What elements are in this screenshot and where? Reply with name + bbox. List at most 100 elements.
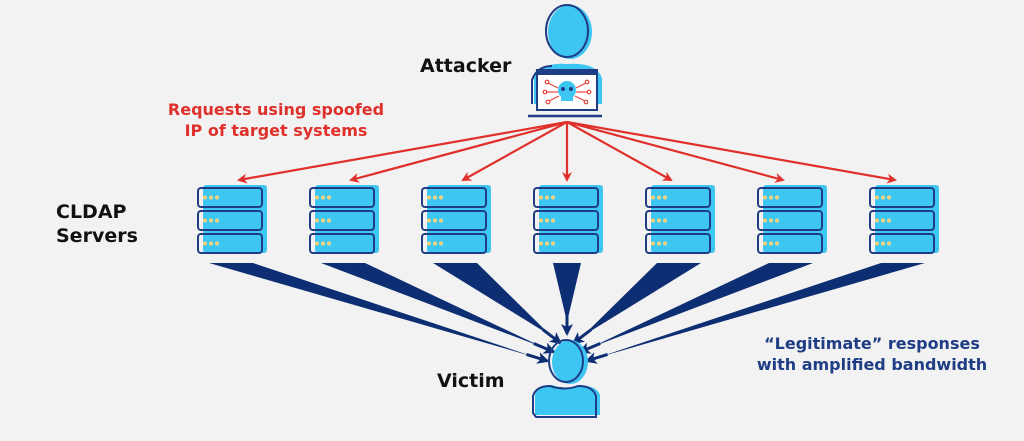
led-indicator [433, 195, 437, 200]
led-indicator [209, 241, 213, 246]
response-arrow [597, 263, 925, 358]
led-indicator [769, 195, 773, 200]
led-indicator [327, 241, 331, 246]
led-indicator [215, 218, 219, 223]
led-indicator [439, 195, 443, 200]
led-indicator [887, 218, 891, 223]
led-indicator [663, 195, 667, 200]
request-arrow [349, 120, 568, 183]
led-indicator [551, 241, 555, 246]
led-indicator [875, 218, 879, 223]
led-indicator [657, 218, 661, 223]
led-indicator [203, 241, 207, 246]
led-indicator [663, 218, 667, 223]
led-indicator [215, 195, 219, 200]
led-indicator [315, 241, 319, 246]
cldap-servers-label: CLDAP Servers [56, 200, 138, 248]
requests-annotation: Requests using spoofed IP of target syst… [166, 99, 386, 141]
led-indicator [775, 218, 779, 223]
response-arrow [433, 263, 551, 336]
led-indicator [203, 218, 207, 223]
led-indicator [881, 195, 885, 200]
victim-label: Victim [437, 370, 505, 392]
attacker-label: Attacker [420, 55, 512, 77]
server-3-icon [421, 185, 491, 254]
led-indicator [651, 241, 655, 246]
server-5-icon [645, 185, 715, 254]
led-indicator [209, 195, 213, 200]
response-arrow [209, 263, 537, 358]
led-indicator [657, 241, 661, 246]
led-indicator [327, 195, 331, 200]
led-indicator [551, 195, 555, 200]
led-indicator [651, 218, 655, 223]
response-arrow [591, 263, 813, 348]
led-indicator [763, 218, 767, 223]
led-indicator [327, 218, 331, 223]
led-indicator [769, 218, 773, 223]
led-indicator [439, 218, 443, 223]
led-indicator [775, 195, 779, 200]
request-arrows [237, 120, 897, 184]
response-arrow-head [542, 328, 563, 345]
led-indicator [539, 241, 543, 246]
cldap-servers [197, 185, 939, 254]
led-indicator [881, 218, 885, 223]
led-indicator [887, 195, 891, 200]
response-arrow [321, 263, 543, 348]
led-indicator [545, 195, 549, 200]
led-indicator [209, 218, 213, 223]
responses-annotation: “Legitimate” responses with amplified ba… [742, 333, 1002, 375]
server-4-icon [533, 185, 603, 254]
servers-label-line1: CLDAP [56, 201, 127, 223]
led-indicator [545, 218, 549, 223]
request-arrow [237, 120, 568, 184]
attacker-icon [528, 4, 602, 118]
led-indicator [427, 195, 431, 200]
responses-line1: “Legitimate” responses [764, 334, 980, 353]
server-6-icon [757, 185, 827, 254]
led-indicator [881, 241, 885, 246]
led-indicator [321, 195, 325, 200]
response-arrow-head [584, 352, 608, 364]
response-arrow [583, 263, 701, 336]
led-indicator [203, 195, 207, 200]
led-indicator [215, 241, 219, 246]
led-indicator [427, 241, 431, 246]
led-indicator [315, 195, 319, 200]
led-indicator [321, 241, 325, 246]
led-indicator [427, 218, 431, 223]
response-arrow-head [571, 328, 592, 345]
request-arrow [461, 121, 568, 181]
requests-line2: IP of target systems [184, 121, 368, 140]
led-indicator [551, 218, 555, 223]
led-indicator [433, 218, 437, 223]
responses-line2: with amplified bandwidth [756, 355, 988, 374]
circuit-lines [542, 79, 592, 105]
response-arrows [209, 263, 925, 364]
led-indicator [769, 241, 773, 246]
led-indicator [315, 218, 319, 223]
led-indicator [875, 195, 879, 200]
server-2-icon [309, 185, 379, 254]
response-arrow [553, 263, 581, 322]
led-indicator [663, 241, 667, 246]
led-indicator [545, 241, 549, 246]
led-indicator [321, 218, 325, 223]
skull-icon [558, 81, 576, 101]
servers-label-line2: Servers [56, 225, 138, 247]
led-indicator [775, 241, 779, 246]
led-indicator [875, 241, 879, 246]
led-indicator [887, 241, 891, 246]
led-indicator [763, 241, 767, 246]
server-7-icon [869, 185, 939, 254]
led-indicator [651, 195, 655, 200]
led-indicator [657, 195, 661, 200]
request-arrow [566, 120, 785, 183]
requests-line1: Requests using spoofed [167, 100, 385, 119]
request-arrow [566, 121, 673, 181]
request-arrow [566, 120, 897, 184]
server-1-icon [197, 185, 267, 254]
led-indicator [439, 241, 443, 246]
